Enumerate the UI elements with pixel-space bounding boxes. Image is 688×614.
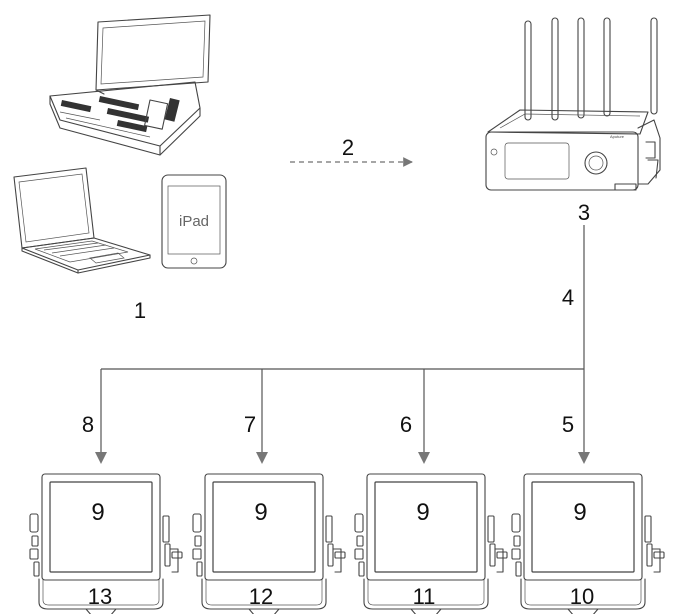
callout-8: 8 — [82, 412, 94, 437]
callout-12: 12 — [249, 584, 273, 609]
arrowhead-6 — [418, 452, 430, 464]
callout-9-panel-2: 9 — [254, 499, 267, 526]
callout-10: 10 — [570, 584, 594, 609]
connection-lines — [95, 225, 590, 464]
callout-13: 13 — [88, 584, 112, 609]
callout-7: 7 — [244, 412, 256, 437]
callout-6: 6 — [400, 412, 412, 437]
light-panel-13: 9 — [29, 473, 183, 614]
video-switcher-icon — [49, 14, 211, 156]
light-panel-10: 9 — [511, 473, 665, 614]
arrowhead-8 — [95, 452, 107, 464]
callout-9-panel-4: 9 — [573, 499, 586, 526]
callout-1: 1 — [134, 298, 146, 323]
callout-9-panel-1: 9 — [91, 499, 104, 526]
callout-11: 11 — [413, 584, 436, 609]
device-brand-label: Aputure — [610, 134, 625, 139]
wireless-controller-icon: Aputure — [485, 17, 661, 191]
callout-2: 2 — [342, 135, 354, 160]
callout-9-panel-3: 9 — [416, 499, 429, 526]
arrowhead-5 — [578, 452, 590, 464]
ipad-icon: iPad — [161, 174, 227, 269]
laptop-icon — [13, 167, 151, 274]
arrowhead-7 — [256, 452, 268, 464]
callout-4: 4 — [562, 285, 574, 310]
ipad-screen-label: iPad — [179, 213, 209, 230]
light-panel-11: 9 — [354, 473, 508, 614]
callout-3: 3 — [578, 200, 590, 225]
callout-5: 5 — [562, 412, 574, 437]
light-panel-12: 9 — [192, 473, 346, 614]
